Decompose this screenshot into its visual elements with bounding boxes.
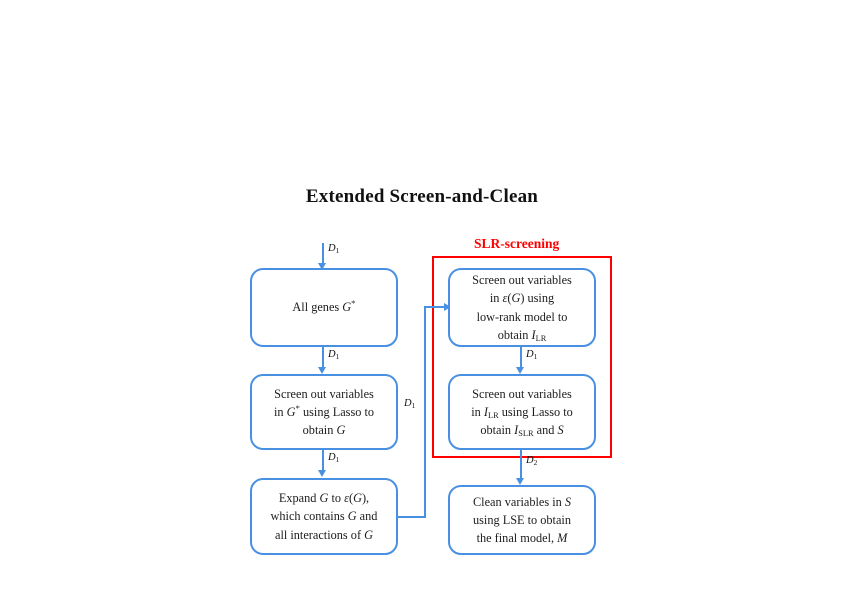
edge-3-label: D1 [404,398,415,409]
all-genes-node[interactable]: All genes G* [250,268,398,347]
edge-4-label: D1 [526,349,537,360]
edge-1-line [322,347,324,369]
edge-5-line [520,450,522,482]
edge-entry-arrowhead [318,263,326,270]
edge-3-segment-horizontal-bottom [398,516,426,518]
edge-entry-label: D1 [328,243,339,254]
edge-3-label-symbol: D [404,398,412,409]
edge-1-arrowhead [318,367,326,374]
page-title: Extended Screen-and-Clean [305,186,539,207]
edge-4-label-subscript: 1 [533,352,538,362]
edge-entry-label-subscript: 1 [335,246,340,256]
edge-1-label-symbol: D [328,349,336,360]
slr-screening-group-frame [432,256,612,458]
edge-1-label-subscript: 1 [335,352,340,362]
edge-4-arrowhead [516,367,524,374]
edge-5-label-symbol: D [526,455,534,466]
edge-2-label-symbol: D [328,452,336,463]
edge-5-label: D2 [526,455,537,466]
edge-1-label: D1 [328,349,339,360]
edge-3-label-subscript: 1 [411,401,416,411]
edge-5-arrowhead [516,478,524,485]
edge-3-segment-horizontal-top [424,306,446,308]
edge-2-line [322,450,324,472]
edge-2-label-subscript: 1 [335,455,340,465]
edge-3-segment-vertical [424,306,426,518]
edge-entry-line [322,243,324,265]
slr-screening-group-label: SLR-screening [474,236,560,251]
edge-4-label-symbol: D [526,349,534,360]
edge-3-arrowhead [444,303,451,311]
edge-entry-label-symbol: D [328,243,336,254]
edge-5-label-subscript: 2 [533,458,538,468]
edge-2-label: D1 [328,452,339,463]
edge-2-arrowhead [318,470,326,477]
all-genes-node-text: All genes G* [292,298,356,315]
edge-4-line [520,347,522,369]
